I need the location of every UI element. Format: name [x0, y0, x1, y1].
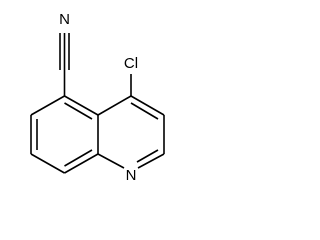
benzene-ring	[30, 95, 99, 174]
ring-n-label: N	[126, 167, 137, 184]
chlorine-label: Cl	[124, 55, 138, 72]
nitrile-n-label: N	[59, 11, 70, 28]
nitrile-triple-bond	[59, 33, 70, 70]
structure-diagram: N Cl N	[30, 11, 165, 184]
pyridine-ring	[97, 95, 165, 169]
